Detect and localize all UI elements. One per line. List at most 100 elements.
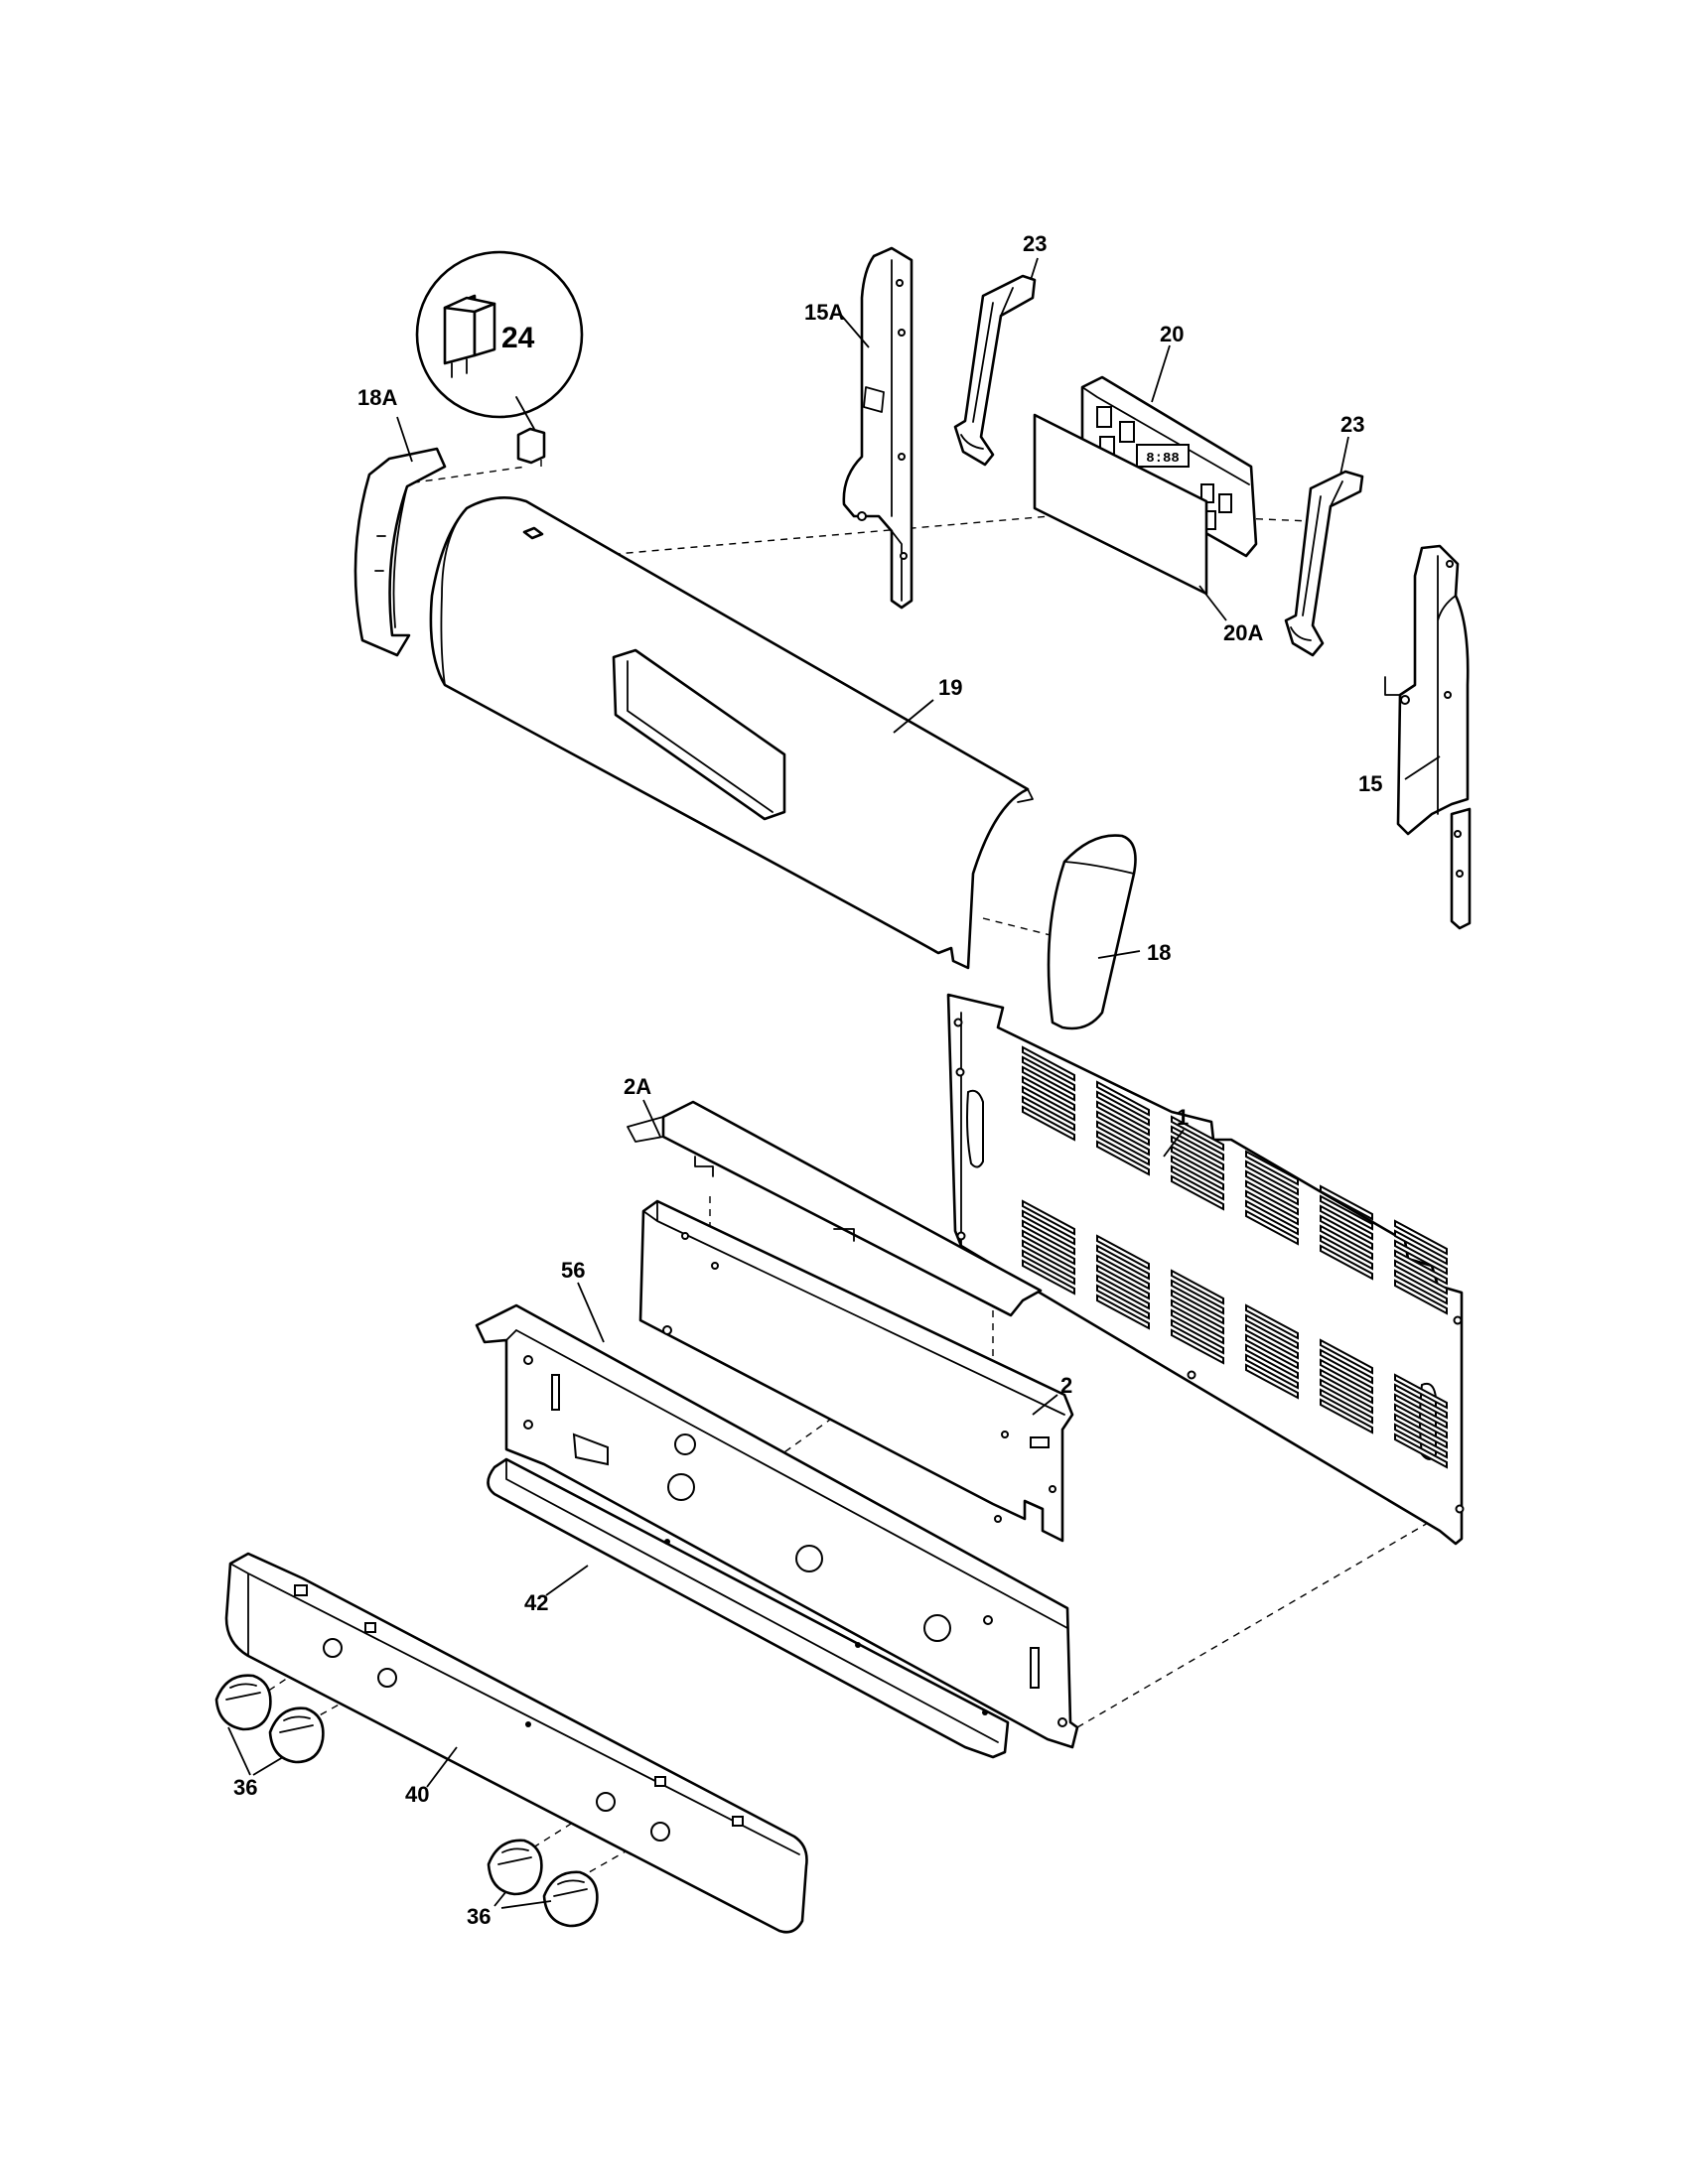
callout-19: 19 (938, 675, 962, 700)
callout-56: 56 (561, 1258, 585, 1283)
part-15a-left-bracket (842, 246, 914, 610)
louver-slot (1171, 1298, 1224, 1335)
louver-slot (1245, 1343, 1299, 1380)
louver-slot (1320, 1214, 1373, 1251)
knob-4 (542, 1870, 599, 1928)
louver-slot (1096, 1274, 1150, 1310)
louver-slot (1245, 1313, 1299, 1350)
clock-display-window (612, 648, 786, 821)
louver-slot (1320, 1358, 1373, 1395)
louver-slot (1096, 1120, 1150, 1157)
louver-slot (1320, 1194, 1373, 1231)
part-2a-shield (627, 1100, 1043, 1317)
louver-slot (1171, 1174, 1224, 1211)
callout-40: 40 (405, 1782, 429, 1807)
louver-slot (1171, 1269, 1224, 1305)
louver-slot (1394, 1393, 1448, 1430)
louver-slot (1171, 1155, 1224, 1191)
louver-slot (1171, 1308, 1224, 1345)
part-23-right-bracket (1284, 470, 1364, 657)
callout-36-right: 36 (467, 1904, 491, 1929)
part-40-control-panel (224, 1552, 808, 1934)
guide-line-rear-panel (1076, 1518, 1436, 1728)
louver-slot (1022, 1085, 1075, 1122)
manifold-valve-hole (674, 1433, 696, 1455)
part-24-rocker-switch (415, 250, 584, 465)
callout-labels: 24 18A 15A 23 20 23 20A 19 15 18 1 2A 56… (233, 231, 1382, 1929)
louver-slot (1022, 1229, 1075, 1266)
rear-panel-slot-left (966, 1089, 984, 1168)
knob-hole (377, 1668, 397, 1688)
knob-hole (323, 1638, 343, 1658)
louver-slot (1096, 1234, 1150, 1271)
part-2-panel (638, 1199, 1074, 1543)
callout-1: 1 (1177, 1105, 1189, 1130)
louver-slot (1096, 1080, 1150, 1117)
louver-slot (1394, 1269, 1448, 1305)
louver-slot (1320, 1348, 1373, 1385)
louver-slot (1022, 1209, 1075, 1246)
manifold-valve-hole (795, 1545, 823, 1572)
louver-slot (1171, 1135, 1224, 1171)
manifold-valve-hole (923, 1614, 951, 1642)
louver-slot (1096, 1110, 1150, 1147)
louver-slot (1320, 1204, 1373, 1241)
louver-slot (1320, 1224, 1373, 1261)
louver-slot (1096, 1264, 1150, 1300)
bracket-23-right-outline (1284, 470, 1364, 657)
louver-slot (1171, 1318, 1224, 1355)
louver-slot (1096, 1294, 1150, 1330)
louver-slot (1245, 1209, 1299, 1246)
louver-slot (1245, 1363, 1299, 1400)
guide-line-backguard-to-panel (535, 510, 1108, 562)
bracket-15-outline (1396, 544, 1470, 836)
switch-small (516, 427, 546, 465)
callout-2: 2 (1060, 1373, 1072, 1398)
louver-slot (1394, 1239, 1448, 1276)
bracket-15a-outline (842, 246, 914, 610)
louver-slot (1245, 1199, 1299, 1236)
louver-slot (1245, 1303, 1299, 1340)
callout-20: 20 (1160, 322, 1184, 346)
callout-15a: 15A (804, 300, 844, 325)
knob-hole (650, 1822, 670, 1842)
part-18a-left-end-cap (353, 447, 447, 657)
switch-inset-side (473, 302, 496, 357)
louver-slot (1022, 1045, 1075, 1082)
knob-3 (487, 1839, 543, 1896)
louver-slot (1022, 1075, 1075, 1112)
louver-slot (1394, 1403, 1448, 1439)
louver-slot (1245, 1160, 1299, 1196)
switch-cutout (522, 526, 544, 540)
callout-20a: 20A (1223, 620, 1263, 645)
clock-digit-display (1136, 444, 1190, 468)
louver-slot (1022, 1259, 1075, 1296)
louver-slot (1096, 1254, 1150, 1291)
louver-slot (1096, 1130, 1150, 1166)
manifold-slot-right (1030, 1647, 1040, 1689)
callout-15: 15 (1358, 771, 1382, 796)
louver-slot (1320, 1234, 1373, 1271)
callout-23-top: 23 (1023, 231, 1047, 256)
callout-36-left: 36 (233, 1775, 257, 1800)
knob-2 (268, 1706, 325, 1764)
louver-slot (1171, 1289, 1224, 1325)
louver-slot (1320, 1398, 1373, 1434)
louver-slot (1245, 1353, 1299, 1390)
louver-slot (1171, 1145, 1224, 1181)
switch-inset-circle (415, 250, 584, 419)
louver-slot (1394, 1373, 1448, 1410)
louver-slot (1394, 1413, 1448, 1449)
louver-slot (1096, 1284, 1150, 1320)
louver-slot (1171, 1328, 1224, 1365)
part-18-right-end-cap (1047, 834, 1137, 1030)
control-connector (1119, 421, 1135, 443)
part-19-backguard (429, 496, 1034, 970)
louver-slot (1022, 1199, 1075, 1236)
louver-slot (1171, 1125, 1224, 1161)
louver-slot (1096, 1090, 1150, 1127)
louver-slot (1394, 1219, 1448, 1256)
part-23-top-bracket (953, 274, 1037, 467)
louver-slot (1320, 1244, 1373, 1281)
